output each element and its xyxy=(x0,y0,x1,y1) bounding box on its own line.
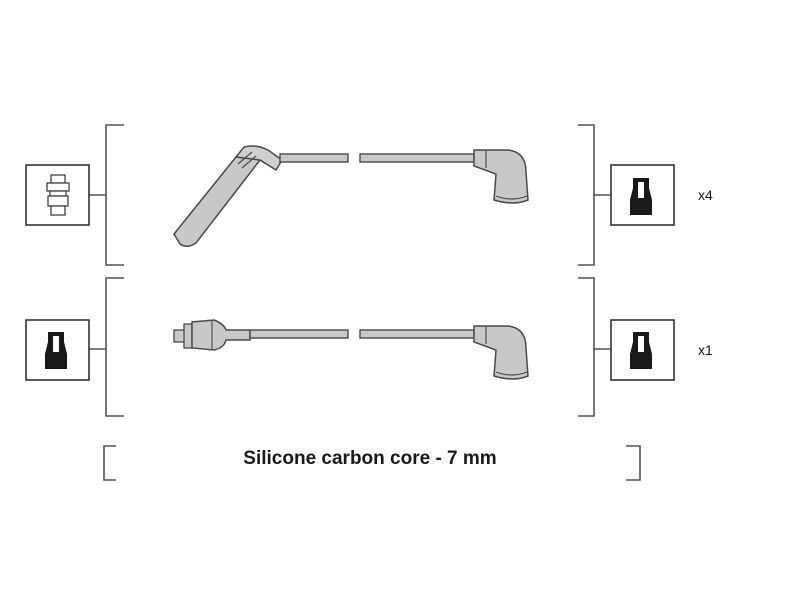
straight-boot-connector-set-1 xyxy=(173,145,283,247)
quantity-label-set-2: x1 xyxy=(698,342,713,358)
left-bracket-set-2 xyxy=(105,277,124,417)
core-specification-caption: Silicone carbon core - 7 mm xyxy=(243,448,497,469)
angled-boot-connector-set-1 xyxy=(473,149,529,204)
cable-segment-right-set-2 xyxy=(359,329,475,339)
left-bracket-set-1 xyxy=(105,124,124,266)
right-bracket-set-2 xyxy=(578,277,595,417)
boot-terminal-icon xyxy=(25,319,90,381)
cable-set-1 xyxy=(25,124,675,266)
boot-terminal-icon xyxy=(610,319,675,381)
cable-segment-left-set-1 xyxy=(279,153,349,163)
spark-plug-terminal-icon xyxy=(25,164,90,226)
footer-left-bracket xyxy=(103,445,116,481)
boot-terminal-icon xyxy=(610,164,675,226)
footer-right-bracket xyxy=(626,445,641,481)
angled-boot-connector-set-2 xyxy=(473,325,529,380)
right-bracket-set-1 xyxy=(578,124,595,266)
cable-segment-right-set-1 xyxy=(359,153,475,163)
cable-set-2 xyxy=(25,277,675,417)
quantity-label-set-1: x4 xyxy=(698,187,713,203)
cable-segment-left-set-2 xyxy=(249,329,349,339)
distributor-connector-set-2 xyxy=(173,319,251,351)
